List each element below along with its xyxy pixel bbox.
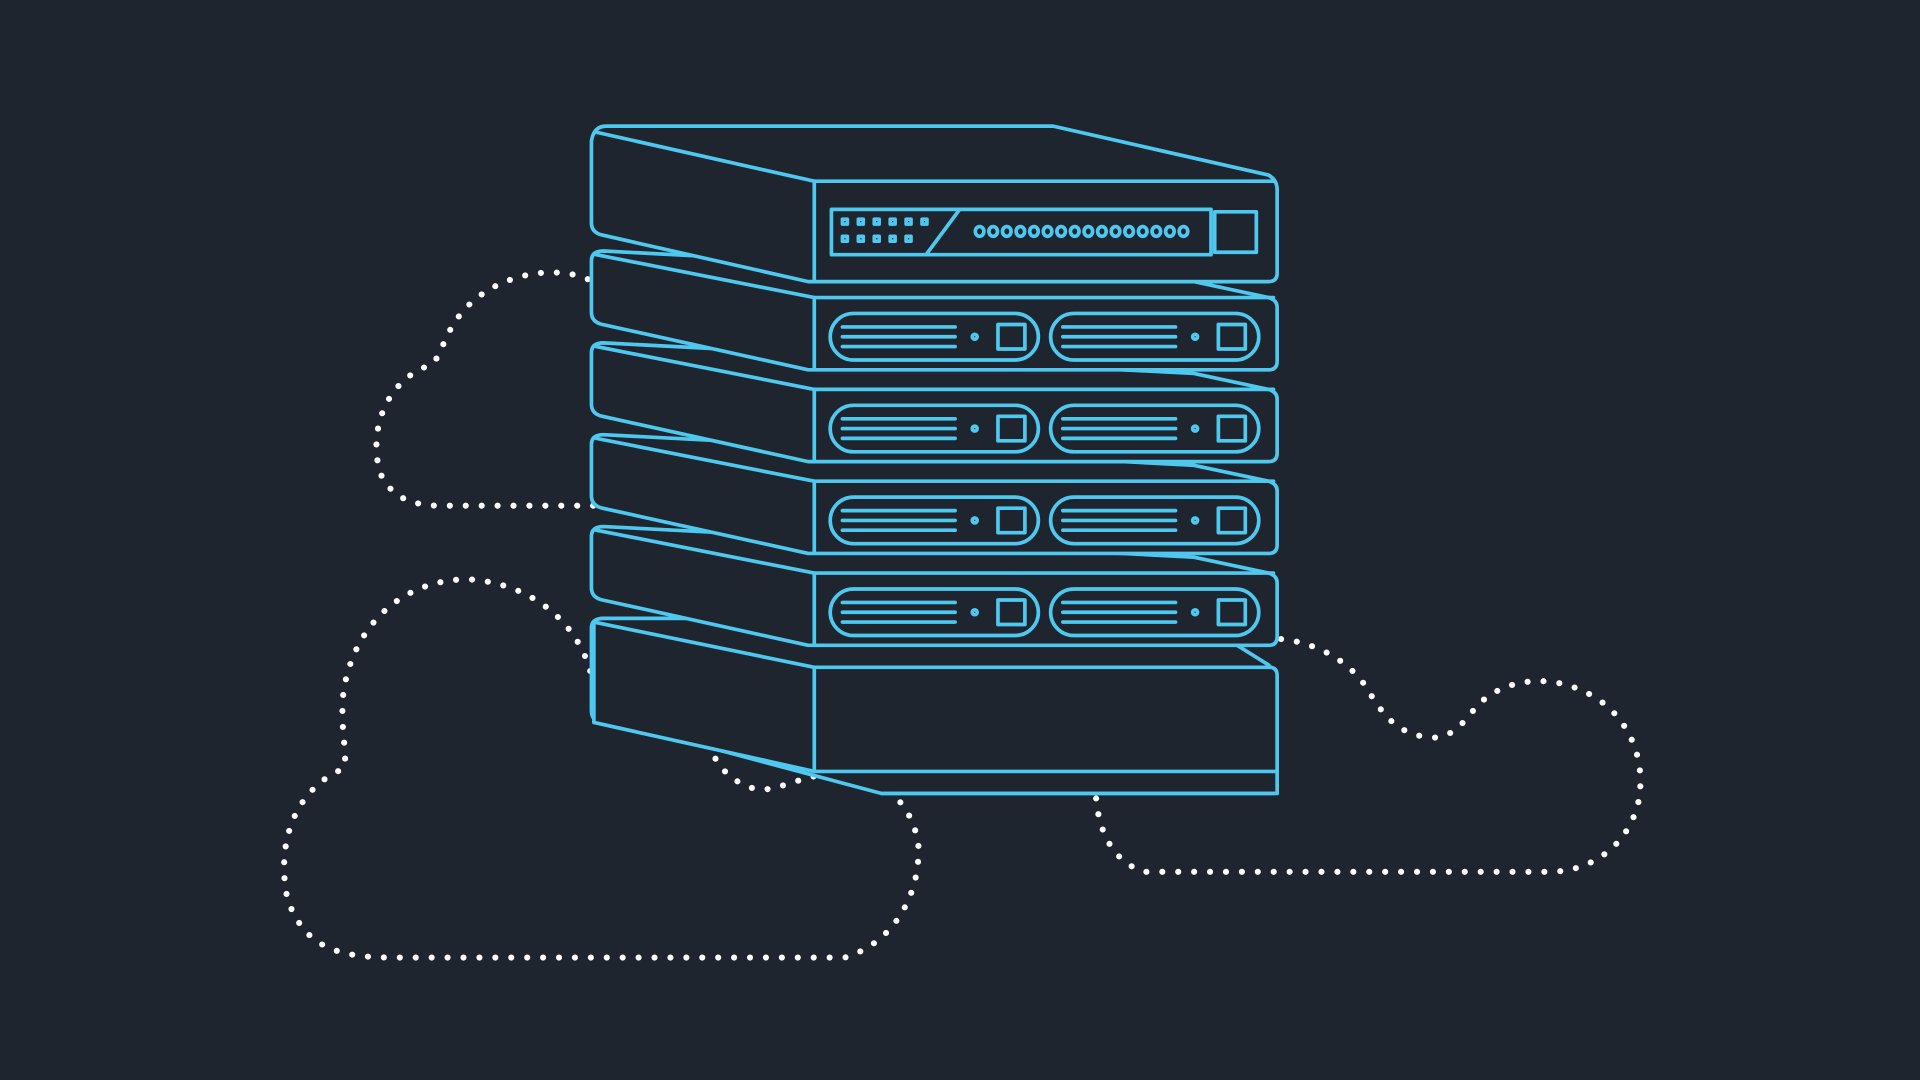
drive-bay: [1048, 587, 1261, 638]
switch-port-icon: [1109, 224, 1122, 239]
switch-led-icon: [920, 217, 929, 226]
drive-unit: [589, 524, 1279, 648]
drive-led-icon: [970, 424, 979, 433]
switch-port-icon: [1014, 224, 1027, 239]
drive-bay: [1048, 403, 1261, 454]
switch-led-icon: [840, 217, 850, 226]
drive-led-icon: [1190, 607, 1200, 617]
switch-led-icon: [904, 217, 913, 226]
switch-led-icon: [856, 234, 866, 244]
drive-bay: [828, 311, 1041, 362]
switch-led-icon: [856, 217, 866, 226]
switch-uplink-port: [1212, 210, 1259, 255]
switch-port-icon: [1177, 224, 1190, 239]
switch-port-icon: [1122, 224, 1136, 239]
cloud-right: [1092, 635, 1644, 875]
drive-unit: [589, 432, 1279, 556]
switch-port-icon: [1082, 224, 1095, 239]
switch-port-icon: [1150, 224, 1163, 239]
drive-led-icon: [1190, 424, 1200, 433]
switch-port-icon: [1095, 224, 1109, 239]
switch-port-icon: [1027, 224, 1041, 239]
switch-port-icon: [1163, 224, 1177, 239]
cloud-upper-left: [373, 269, 604, 509]
drive-led-icon: [1190, 332, 1200, 342]
switch-led-icon: [888, 234, 897, 244]
drive-led-icon: [1190, 516, 1200, 525]
drive-bay: [1048, 495, 1261, 546]
drive-bay: [828, 495, 1041, 546]
switch-led-icon: [904, 234, 913, 244]
drive-bay: [828, 587, 1041, 638]
drive-bay: [828, 403, 1041, 454]
server-base-unit: [589, 616, 1279, 796]
switch-led-icon: [888, 217, 897, 226]
drive-unit: [589, 341, 1279, 464]
switch-led-icon: [872, 234, 882, 244]
drive-led-icon: [970, 607, 979, 617]
drive-led-icon: [970, 332, 979, 342]
drive-bay: [1048, 311, 1261, 362]
server-switch-unit: [589, 124, 1279, 284]
switch-port-icon: [1000, 224, 1013, 239]
drive-led-icon: [970, 516, 979, 525]
switch-port-icon: [987, 224, 1000, 239]
switch-port-icon: [1041, 224, 1054, 239]
switch-port-icon: [973, 224, 986, 239]
switch-port-icon: [1068, 224, 1081, 239]
switch-led-icon: [872, 217, 882, 226]
switch-led-icon: [840, 234, 850, 244]
switch-port-icon: [1136, 224, 1149, 239]
switch-port-icon: [1055, 224, 1068, 239]
